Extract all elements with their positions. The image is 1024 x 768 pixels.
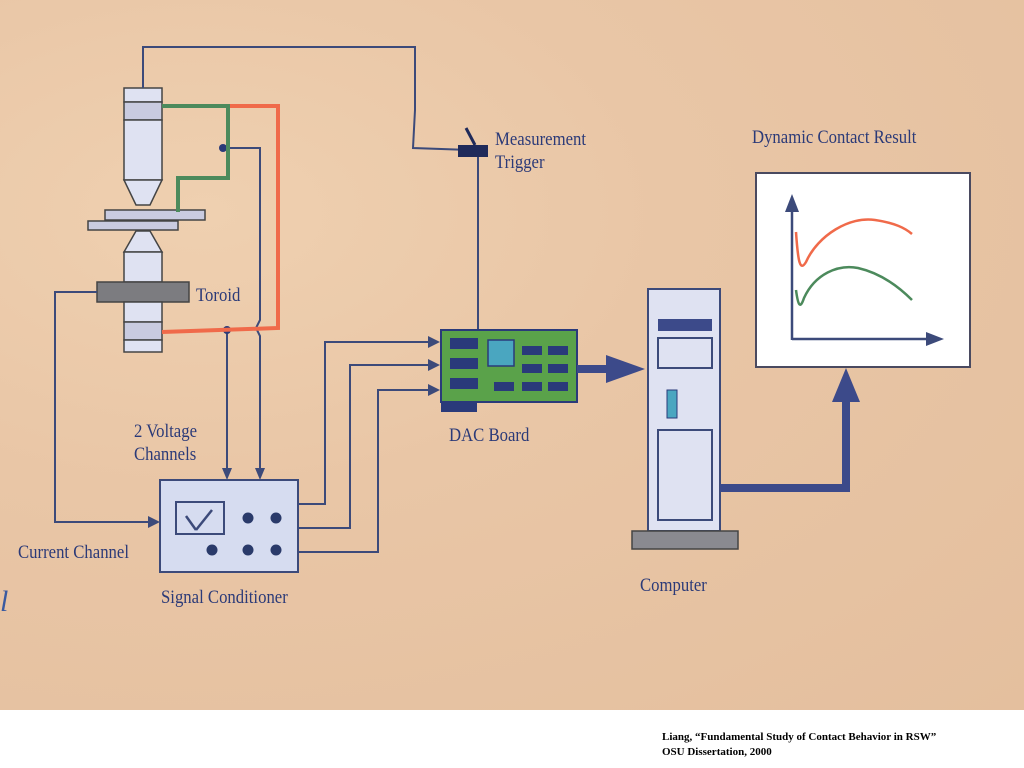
signal-conditioner-box [159, 479, 299, 573]
green-electrode-wire [162, 104, 230, 212]
trigger-switch [458, 127, 488, 157]
citation: Liang, “Fundamental Study of Contact Beh… [662, 730, 936, 760]
result-panel [755, 172, 971, 368]
signal-wires [54, 46, 479, 553]
lower-sheet [87, 220, 179, 231]
knob [206, 544, 218, 556]
meter-display [175, 501, 225, 535]
voltage-tap-upper [219, 144, 227, 152]
wire-arrowheads [148, 336, 440, 528]
toroid-coil [96, 281, 190, 303]
computer-to-result-arrow [720, 368, 860, 492]
stray-text-fragment: l [0, 585, 9, 618]
signal-conditioner-label: Signal Conditioner [161, 587, 288, 608]
computer-label: Computer [640, 575, 707, 596]
dac-board [440, 329, 578, 412]
computer-tower [631, 288, 739, 550]
diagram-canvas: Measurement Trigger Dynamic Contact Resu… [0, 0, 1024, 710]
toroid-label: Toroid [196, 285, 241, 306]
red-result-curve [794, 218, 913, 267]
dac-board-label: DAC Board [449, 425, 530, 446]
setup-diagram [54, 46, 971, 573]
electrode-assembly [87, 87, 206, 353]
citation-line-2: OSU Dissertation, 2000 [662, 746, 772, 758]
dynamic-contact-result-label: Dynamic Contact Result [752, 127, 917, 148]
voltage-channels-label: 2 Voltage Channels [134, 421, 198, 465]
knob [242, 544, 254, 556]
upper-sheet [104, 209, 206, 221]
citation-line-1: Liang, “Fundamental Study of Contact Beh… [662, 731, 937, 743]
knob [242, 512, 254, 524]
knob [270, 512, 282, 524]
measurement-trigger-label: Measurement Trigger [495, 129, 586, 173]
dac-to-computer-arrow [577, 355, 645, 383]
current-channel-label: Current Channel [18, 542, 129, 563]
green-result-curve [794, 265, 913, 306]
knob [270, 544, 282, 556]
